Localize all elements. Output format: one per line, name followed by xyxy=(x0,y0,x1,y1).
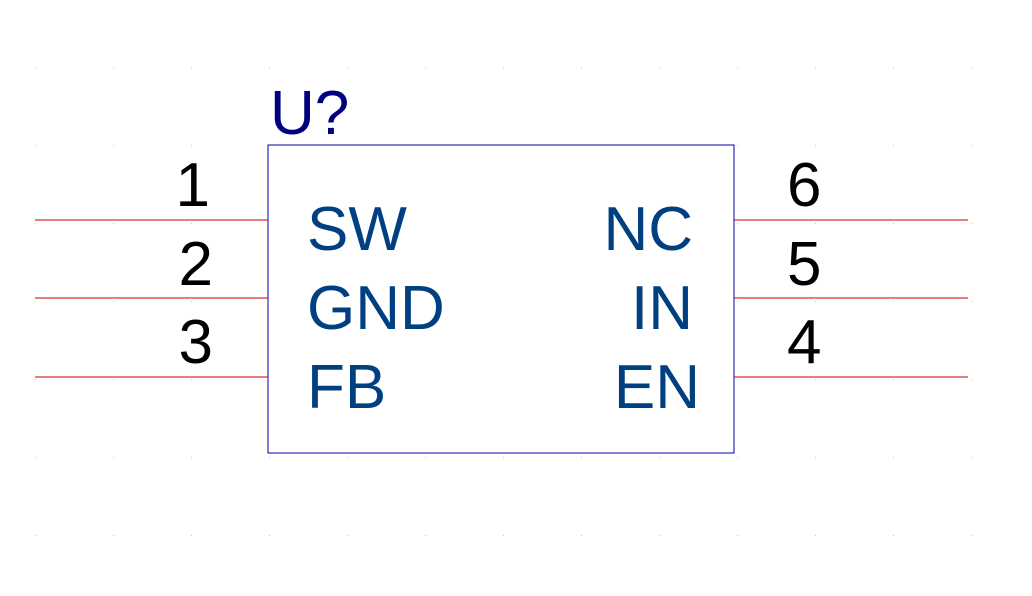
pin-3-name: FB xyxy=(307,353,386,422)
grid-dot xyxy=(893,457,894,458)
grid-dot xyxy=(815,301,816,302)
pin-4-number: 4 xyxy=(787,308,821,377)
grid-dot xyxy=(113,67,114,68)
grid-dot xyxy=(191,457,192,458)
pin-2-name: GND xyxy=(307,274,445,343)
grid-dot xyxy=(113,145,114,146)
grid-dot xyxy=(35,301,36,302)
grid-dot xyxy=(35,379,36,380)
pin-5-number: 5 xyxy=(787,230,821,299)
grid-dot xyxy=(581,535,582,536)
pin-6-number: 6 xyxy=(787,151,821,220)
grid-dot xyxy=(893,67,894,68)
grid-dot xyxy=(113,379,114,380)
grid-dot xyxy=(581,67,582,68)
grid-dot xyxy=(269,457,270,458)
pin-5-name: IN xyxy=(631,274,693,343)
grid-dot xyxy=(815,457,816,458)
pin-4-name: EN xyxy=(614,353,700,422)
grid-dot xyxy=(113,535,114,536)
grid-dot xyxy=(347,67,348,68)
pin-1-name: SW xyxy=(307,195,407,264)
pin-1-number: 1 xyxy=(176,151,210,220)
grid-dot xyxy=(893,535,894,536)
grid-dot xyxy=(191,223,192,224)
grid-dot xyxy=(503,457,504,458)
grid-dot xyxy=(737,535,738,536)
grid-dot xyxy=(191,67,192,68)
grid-dot xyxy=(347,457,348,458)
grid-dot xyxy=(815,67,816,68)
designator-label: U? xyxy=(270,79,349,148)
grid-dot xyxy=(191,301,192,302)
grid-dot xyxy=(113,457,114,458)
grid-dot xyxy=(503,67,504,68)
component-body[interactable] xyxy=(267,144,735,454)
grid-dot xyxy=(737,379,738,380)
grid-dot xyxy=(425,535,426,536)
grid-dot xyxy=(191,379,192,380)
grid-dot xyxy=(35,223,36,224)
grid-dot xyxy=(737,145,738,146)
grid-dot xyxy=(191,535,192,536)
grid-dot xyxy=(893,223,894,224)
grid-dot xyxy=(269,535,270,536)
grid-dot xyxy=(893,379,894,380)
grid-dot xyxy=(347,535,348,536)
grid-dot xyxy=(35,457,36,458)
grid-dot xyxy=(971,535,972,536)
grid-dot xyxy=(269,67,270,68)
grid-dot xyxy=(971,67,972,68)
grid-dot xyxy=(815,223,816,224)
pin-2-number: 2 xyxy=(179,230,213,299)
grid-dot xyxy=(425,457,426,458)
grid-dot xyxy=(113,301,114,302)
grid-dot xyxy=(737,301,738,302)
grid-dot xyxy=(659,67,660,68)
grid-dot xyxy=(971,301,972,302)
grid-dot xyxy=(815,535,816,536)
grid-dot xyxy=(659,535,660,536)
pin-3-number: 3 xyxy=(179,308,213,377)
grid-dot xyxy=(971,457,972,458)
grid-dot xyxy=(893,301,894,302)
grid-dot xyxy=(191,145,192,146)
grid-dot xyxy=(35,67,36,68)
grid-dot xyxy=(815,145,816,146)
grid-dot xyxy=(737,223,738,224)
grid-dot xyxy=(971,379,972,380)
grid-dot xyxy=(815,379,816,380)
grid-dot xyxy=(659,457,660,458)
grid-dot xyxy=(35,535,36,536)
grid-dot xyxy=(893,145,894,146)
grid-dot xyxy=(971,223,972,224)
grid-dot xyxy=(503,535,504,536)
grid-dot xyxy=(737,67,738,68)
grid-dot xyxy=(737,457,738,458)
pin-6-name: NC xyxy=(603,195,693,264)
grid-dot xyxy=(971,145,972,146)
grid-dot xyxy=(425,67,426,68)
grid-dot xyxy=(581,457,582,458)
grid-dot xyxy=(113,223,114,224)
grid-dot xyxy=(35,145,36,146)
